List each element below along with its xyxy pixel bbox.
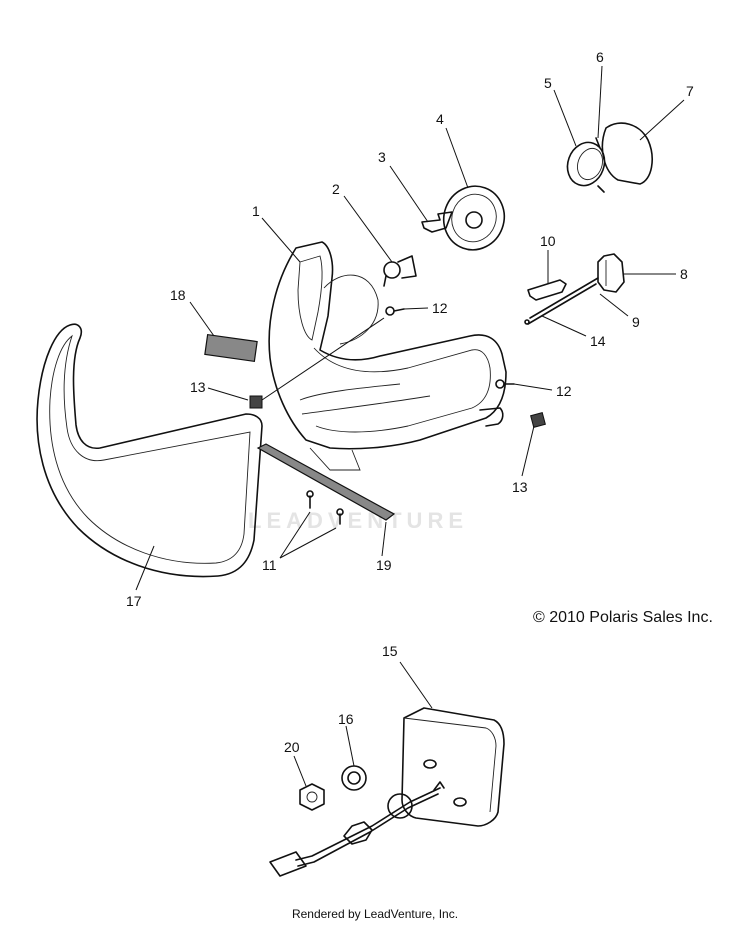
callout-13-right: 13 — [512, 479, 528, 495]
bracket-part-10 — [527, 279, 567, 301]
screw-part-11 — [306, 490, 344, 525]
bulb-housing-part-5 — [566, 141, 606, 193]
foam-strip-part-19 — [256, 443, 396, 521]
callout-7: 7 — [686, 83, 694, 99]
gasket-part-7 — [601, 122, 653, 185]
callout-5: 5 — [544, 75, 552, 91]
pin-part-6 — [595, 137, 601, 149]
callout-3: 3 — [378, 149, 386, 165]
callout-6: 6 — [596, 49, 604, 65]
adjuster-knob-part-8 — [597, 253, 625, 293]
callout-8: 8 — [680, 266, 688, 282]
bulb-part-2 — [383, 255, 417, 287]
screw-part-12-upper — [385, 306, 405, 316]
callout-4: 4 — [436, 111, 444, 127]
copyright-notice: © 2010 Polaris Sales Inc. — [533, 609, 713, 626]
callout-19: 19 — [376, 557, 392, 573]
clip-part-13-right — [530, 412, 546, 428]
callout-15: 15 — [382, 643, 398, 659]
callout-16: 16 — [338, 711, 354, 727]
nut-part-20 — [299, 783, 325, 811]
tail-lamp-part-15 — [401, 707, 505, 827]
callout-11: 11 — [262, 557, 277, 573]
adjuster-rod-part-9-14 — [524, 277, 599, 325]
render-credit: Rendered by LeadVenture, Inc. — [291, 907, 459, 921]
callout-1: 1 — [252, 203, 260, 219]
callout-2: 2 — [332, 181, 340, 197]
watermark: LEADVENTURE — [248, 508, 469, 533]
callout-18: 18 — [170, 287, 186, 303]
boot-cap-part-4 — [442, 185, 506, 251]
callout-20: 20 — [284, 739, 300, 755]
callout-14: 14 — [590, 333, 606, 349]
callout-17: 17 — [126, 593, 142, 609]
spring-clip-part-3 — [421, 211, 453, 233]
callout-12-lower: 12 — [556, 383, 572, 399]
callout-12-upper: 12 — [432, 300, 448, 316]
wiring-harness — [269, 781, 445, 877]
headlight-housing-part-1 — [268, 241, 507, 471]
callout-13-left: 13 — [190, 379, 206, 395]
callout-9: 9 — [632, 314, 640, 330]
callout-10: 10 — [540, 233, 556, 249]
clip-part-13-left — [249, 395, 263, 409]
leader-lines — [135, 65, 685, 787]
pad-part-18 — [204, 333, 258, 363]
screw-part-12-lower — [495, 379, 515, 389]
seal-ring-part-17 — [36, 323, 263, 578]
